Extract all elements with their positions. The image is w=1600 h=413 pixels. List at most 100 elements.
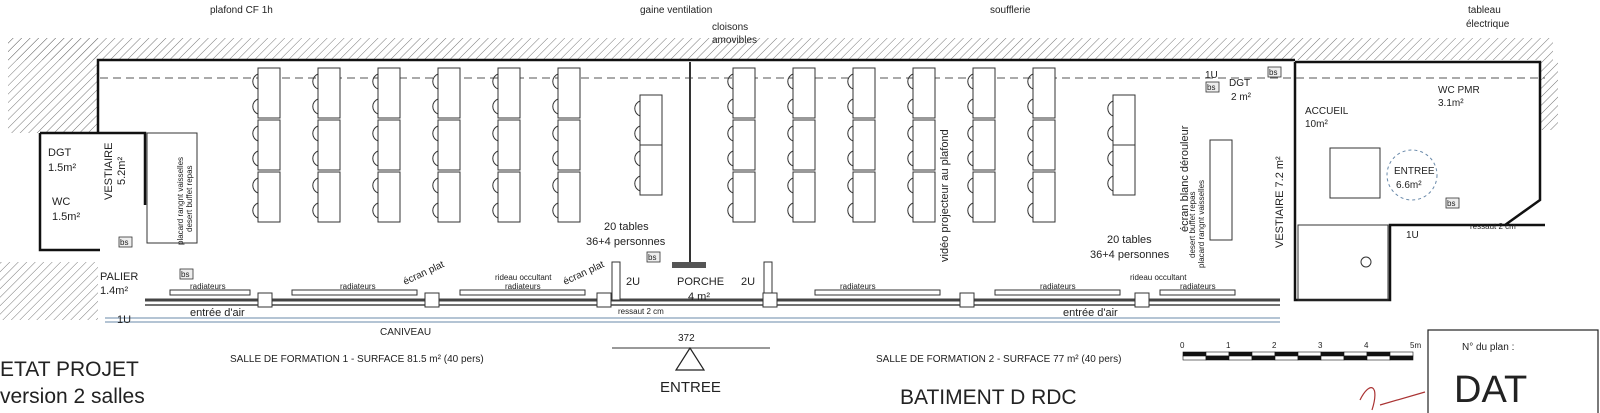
label-radiateurs: radiateurs	[505, 282, 541, 291]
label-ecran-blanc: écran blanc dérouleur	[1179, 125, 1191, 232]
room-porche-area: 4 m²	[688, 291, 710, 303]
label-placard-right: placard rangnt vaisselles	[1197, 180, 1206, 268]
chair	[967, 177, 974, 194]
table	[1032, 171, 1056, 223]
table	[557, 67, 581, 119]
table	[792, 67, 816, 119]
title-etat-projet: ETAT PROJET	[0, 358, 139, 381]
table	[317, 119, 341, 171]
label-ecran-plat-2: écran plat	[562, 259, 607, 288]
bs-markers: bs bs bs bs bs bs	[118, 66, 1460, 280]
salle1-caption: SALLE DE FORMATION 1 - SURFACE 81.5 m² (…	[230, 354, 484, 365]
salle2-caption: SALLE DE FORMATION 2 - SURFACE 77 m² (40…	[876, 354, 1121, 365]
scale-segment	[1389, 355, 1414, 361]
exterior-wall-left	[8, 38, 98, 133]
room-palier-area: 1.4m²	[100, 285, 128, 297]
label-buffet-left: desert buffet repas	[185, 165, 194, 232]
chair	[432, 73, 439, 90]
entrance-arrow-icon	[674, 346, 706, 371]
label-ressaut: ressaut 2 cm	[618, 307, 664, 316]
chair	[252, 177, 259, 194]
chair	[552, 125, 559, 142]
label-entree-air-2: entrée d'air	[1063, 307, 1118, 319]
label-buffet-right: desert buffet repas	[1188, 191, 1197, 258]
turning-circle	[1386, 149, 1438, 201]
chair	[252, 202, 259, 219]
room-entree: ENTREE	[1394, 166, 1435, 177]
label-soufflerie: soufflerie	[990, 5, 1031, 16]
chair	[634, 125, 641, 142]
label-entree-air-1: entrée d'air	[190, 307, 245, 319]
chair	[1107, 175, 1114, 192]
salle1-tables: 20 tables	[604, 221, 649, 233]
table	[732, 67, 756, 119]
chair	[312, 202, 319, 219]
room-dgt-right: DGT	[1229, 78, 1250, 89]
bs-label: bs	[181, 270, 189, 279]
table	[317, 171, 341, 223]
table	[1032, 67, 1056, 119]
label-2u-left: 2U	[626, 276, 640, 288]
title-building: BATIMENT D RDC	[900, 386, 1077, 409]
label-gaine: gaine ventilation	[640, 5, 712, 16]
chair	[907, 150, 914, 167]
table	[257, 171, 281, 223]
chair	[907, 73, 914, 90]
table	[972, 171, 996, 223]
chair	[432, 150, 439, 167]
chair	[1107, 125, 1114, 142]
label-video-projecteur: vidéo projecteur au plafond	[939, 129, 951, 262]
exterior-wall-top	[8, 38, 1553, 60]
label-tableau: tableau	[1468, 5, 1501, 16]
wall-top	[96, 58, 1295, 133]
scale-tick-label: 2	[1272, 341, 1277, 350]
scale-tick-label: 3	[1318, 341, 1323, 350]
chair	[432, 177, 439, 194]
table	[912, 119, 936, 171]
chair	[492, 73, 499, 90]
chair	[787, 177, 794, 194]
room-wc-left-area: 1.5m²	[52, 211, 80, 223]
scale-tick-label: 5m	[1410, 341, 1421, 350]
chair	[727, 177, 734, 194]
room-vestiaire-left: VESTIAIRE	[103, 143, 115, 200]
chair	[1027, 73, 1034, 90]
chair	[907, 125, 914, 142]
chair	[492, 125, 499, 142]
chair	[252, 73, 259, 90]
chair	[1027, 177, 1034, 194]
label-1u-top: 1U	[1205, 70, 1218, 81]
room-porche: PORCHE	[677, 276, 724, 288]
chair	[787, 202, 794, 219]
chair	[492, 202, 499, 219]
room-vestiaire-left-area: 5.2m²	[116, 157, 128, 185]
chair	[372, 98, 379, 115]
chair	[432, 125, 439, 142]
scale-segment	[1274, 351, 1299, 357]
table	[497, 171, 521, 223]
chair	[1107, 150, 1114, 167]
chair	[634, 100, 641, 117]
scale-segment	[1182, 355, 1207, 361]
table	[257, 67, 281, 119]
tables-group	[252, 67, 1136, 223]
chair	[372, 150, 379, 167]
chair	[727, 98, 734, 115]
label-1u-right: 1U	[1406, 230, 1419, 241]
bs-label: bs	[120, 238, 128, 247]
chair	[847, 150, 854, 167]
room-dgt-right-area: 2 m²	[1231, 92, 1252, 103]
label-radiateurs: radiateurs	[840, 282, 876, 291]
room-vestiaire-right: VESTIAIRE 7.2 m²	[1274, 156, 1286, 248]
room-entree-area: 6.6m²	[1396, 180, 1422, 191]
porch-wall	[672, 262, 706, 268]
scale-segment	[1228, 355, 1253, 361]
table	[639, 144, 663, 196]
scale-segment	[1343, 355, 1368, 361]
plan-number-label: N° du plan :	[1462, 342, 1514, 353]
scale-tick-label: 0	[1180, 341, 1185, 350]
scale-segment	[1320, 351, 1345, 357]
chair	[847, 177, 854, 194]
chair	[312, 125, 319, 142]
